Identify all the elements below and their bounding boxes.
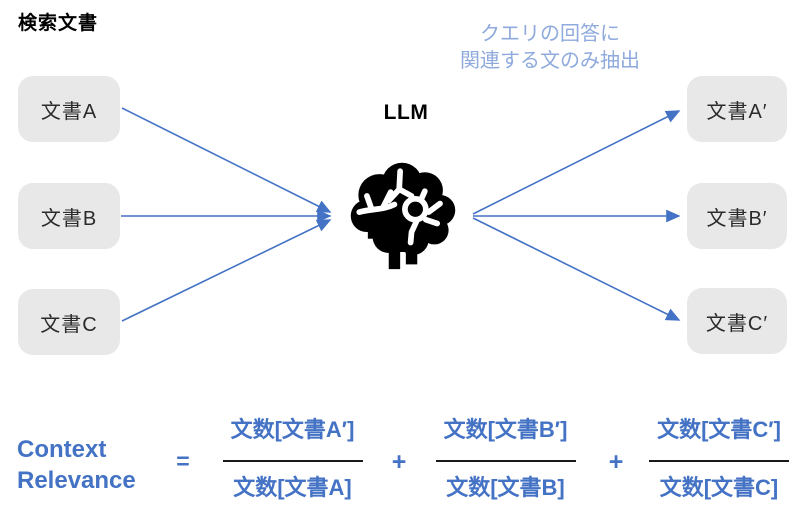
- fraction-c-bar: [649, 460, 789, 462]
- llm-label: LLM: [383, 101, 429, 124]
- doc-box-c: 文書C: [18, 289, 120, 355]
- doc-box-a: 文書A: [18, 76, 120, 142]
- doc-box-b-prime: 文書B′: [687, 183, 787, 249]
- formula-name: Context Relevance: [17, 434, 136, 496]
- doc-box-b-label: 文書B: [40, 207, 98, 230]
- equals-sign: =: [176, 448, 190, 474]
- formula-name-line2: Relevance: [17, 467, 136, 494]
- doc-box-c-label: 文書C: [40, 313, 98, 336]
- doc-box-a-prime: 文書A′: [687, 76, 787, 142]
- extraction-caption-line2: 関連する文のみ抽出: [460, 50, 640, 72]
- diverging-arrows: [472, 110, 681, 321]
- page-title: 検索文書: [18, 13, 99, 34]
- doc-box-b: 文書B: [18, 183, 120, 249]
- fraction-b: 文数[文書B′] 文数[文書B]: [418, 413, 593, 503]
- fraction-c-numerator: 文数[文書C′]: [657, 417, 781, 442]
- doc-box-a-label: 文書A: [40, 100, 98, 123]
- fraction-b-bar: [435, 460, 576, 462]
- converging-arrows: [121, 107, 332, 322]
- fraction-b-numerator: 文数[文書B′]: [443, 417, 568, 442]
- fraction-a-bar: [222, 460, 363, 462]
- plus-sign-1: +: [391, 448, 407, 476]
- fraction-a-numerator: 文数[文書A′]: [230, 417, 355, 442]
- fraction-c-denominator: 文数[文書C]: [659, 475, 779, 500]
- doc-box-b-prime-label: 文書B′: [706, 207, 768, 230]
- extraction-caption-line1: クエリの回答に: [480, 23, 620, 45]
- brain-icon: [341, 157, 465, 271]
- fraction-c: 文数[文書C′] 文数[文書C]: [634, 413, 804, 503]
- plus-sign-2: +: [608, 448, 624, 476]
- extraction-caption: クエリの回答に 関連する文のみ抽出: [430, 21, 670, 75]
- fraction-a-denominator: 文数[文書A]: [233, 475, 352, 500]
- fraction-a: 文数[文書A′] 文数[文書A]: [205, 413, 380, 503]
- formula-name-line1: Context: [17, 436, 107, 463]
- fraction-b-denominator: 文数[文書B]: [446, 475, 565, 500]
- doc-box-c-prime-label: 文書C′: [705, 312, 769, 335]
- doc-box-a-prime-label: 文書A′: [706, 100, 768, 123]
- doc-box-c-prime: 文書C′: [687, 288, 787, 354]
